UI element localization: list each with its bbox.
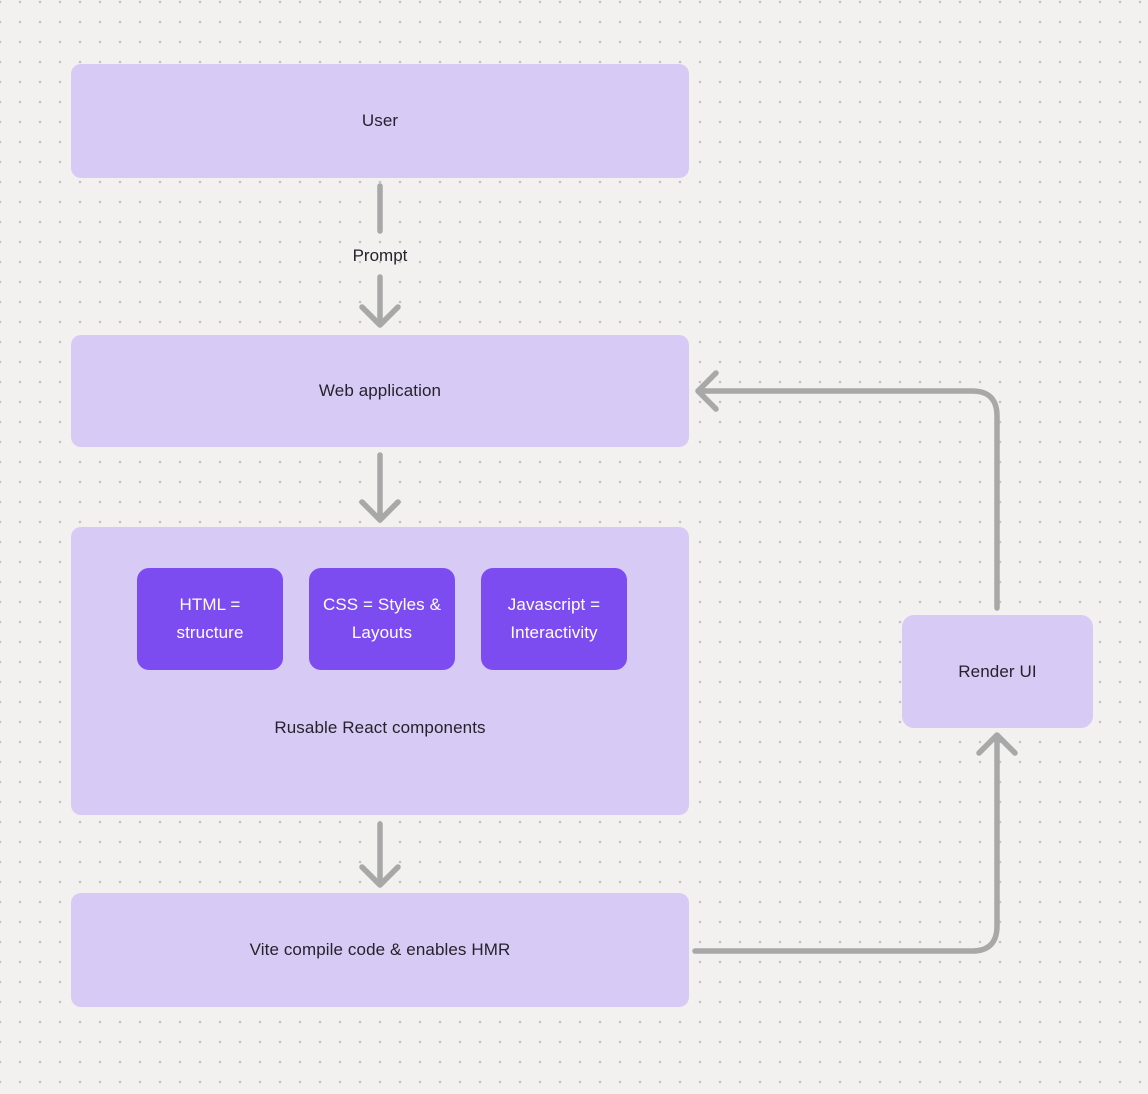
- components-group-children: HTML = structure CSS = Styles & Layouts …: [137, 568, 627, 670]
- node-render-ui-label: Render UI: [958, 661, 1037, 681]
- node-vite-label: Vite compile code & enables HMR: [249, 940, 511, 959]
- node-javascript: Javascript = Interactivity: [481, 568, 627, 670]
- node-vite: Vite compile code & enables HMR: [71, 893, 689, 1007]
- connector-render-ui-to-webapp: [695, 370, 1000, 611]
- node-javascript-label: Javascript = Interactivity: [507, 595, 601, 642]
- arrow-webapp-to-components: [359, 452, 401, 523]
- node-web-application: Web application: [71, 335, 689, 447]
- node-css-label: CSS = Styles & Layouts: [322, 595, 442, 642]
- components-group-label: Rusable React components: [274, 718, 486, 737]
- edge-label-prompt: Prompt: [352, 246, 408, 265]
- node-components-group: HTML = structure CSS = Styles & Layouts …: [71, 527, 689, 815]
- node-html: HTML = structure: [137, 568, 283, 670]
- node-user-label: User: [361, 111, 399, 130]
- node-web-application-label: Web application: [318, 381, 442, 400]
- node-css: CSS = Styles & Layouts: [309, 568, 455, 670]
- node-render-ui: Render UI: [902, 615, 1093, 728]
- arrow-components-to-vite: [359, 821, 401, 888]
- connector-vite-to-render-ui: [692, 732, 1018, 954]
- node-html-label: HTML = structure: [176, 595, 244, 642]
- node-user: User: [71, 64, 689, 178]
